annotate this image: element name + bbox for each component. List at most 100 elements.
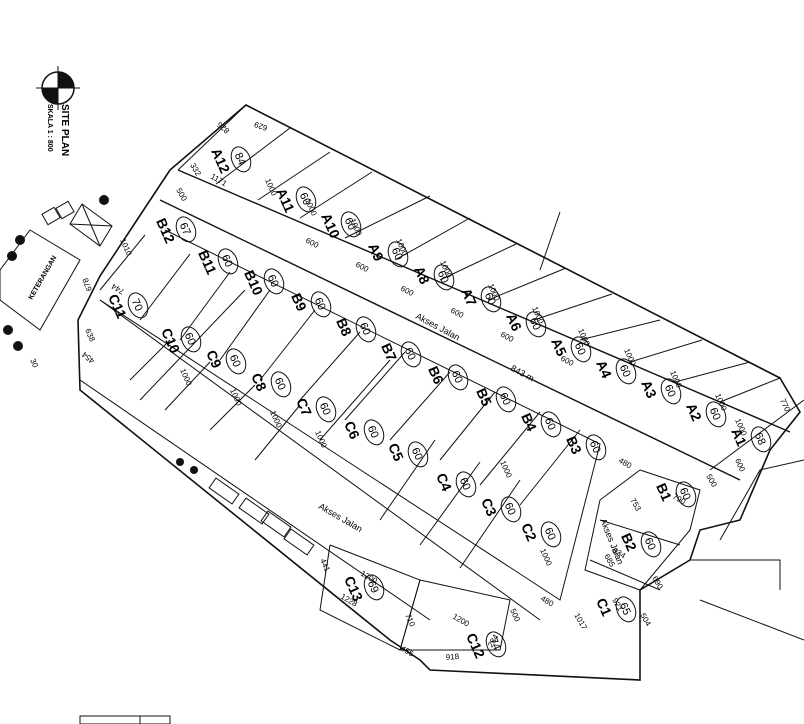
lot-area: 60 — [449, 369, 465, 385]
lot-area-ellipse — [355, 316, 377, 343]
lot-area: 60 — [409, 446, 425, 462]
site-boundary — [77, 104, 801, 681]
lot-id: B1 — [653, 481, 675, 504]
lot-area-ellipse — [540, 521, 562, 548]
lot-area: 60 — [435, 269, 451, 285]
lot-area: 60 — [182, 331, 198, 347]
lot-area-ellipse — [387, 241, 409, 268]
lot-area: 60 — [227, 353, 243, 369]
lot-area-ellipse — [230, 146, 252, 173]
lot-area-ellipse — [540, 411, 562, 438]
lot-id: A3 — [638, 378, 660, 401]
lot-id: A1 — [728, 426, 750, 449]
lot-area: 60 — [265, 273, 281, 289]
dimension-label: 1010 — [118, 237, 134, 257]
lot-area-ellipse — [750, 426, 772, 453]
road-main — [79, 169, 791, 621]
lot-area-ellipse — [217, 248, 239, 275]
dimension-label: 1000 — [538, 547, 554, 567]
dimension-label: 500 — [174, 187, 189, 204]
dimension-label: 638 — [83, 327, 97, 343]
lot-area: 60 — [272, 376, 288, 392]
lot-area-ellipse — [447, 364, 469, 391]
block-a-grid — [177, 104, 781, 403]
lot-area-ellipse — [675, 481, 697, 508]
lot-id: C3 — [478, 496, 500, 519]
lot-id: B4 — [518, 411, 540, 434]
lot-area: 60 — [542, 526, 558, 542]
lot-area-ellipse — [495, 386, 517, 413]
dimension-label: 744 — [109, 281, 126, 296]
lot-area: 60 — [389, 246, 405, 262]
lot-id: B9 — [288, 291, 310, 314]
lot-area: 60 — [662, 383, 678, 399]
lot-id: A2 — [683, 401, 705, 424]
dimension-label: 1171 — [209, 172, 229, 189]
lot-area-ellipse — [363, 574, 385, 601]
lot-area-ellipse — [480, 286, 502, 313]
dimension-label: 480 — [539, 594, 556, 609]
lot-id: A10 — [318, 211, 343, 241]
lot-area-ellipse — [175, 216, 197, 243]
lot-id: A12 — [208, 146, 233, 176]
dimension-label: 454 — [80, 350, 96, 366]
plan-scale: SKALA 1 : 800 — [46, 104, 53, 152]
lot-id: C5 — [385, 441, 407, 464]
dimension-label: 500 — [508, 607, 522, 623]
lot-area: 84 — [232, 151, 248, 167]
lot-area-ellipse — [400, 341, 422, 368]
lot-area-ellipse — [585, 434, 607, 461]
lot-id: B5 — [473, 386, 495, 409]
dimension-label: 600 — [733, 457, 747, 473]
lot-area: 60 — [482, 291, 498, 307]
lot-area: 68 — [752, 431, 768, 447]
plan-title: SITE PLAN — [59, 104, 70, 156]
lot-id: C6 — [341, 419, 363, 442]
lot-area: 60 — [572, 341, 588, 357]
surroundings — [79, 211, 804, 724]
lot-area: 60 — [587, 439, 603, 455]
lot-area: 60 — [317, 401, 333, 417]
lot-id: B12 — [153, 216, 178, 246]
lot-area-ellipse — [180, 326, 202, 353]
dimension-label: 600 — [354, 260, 370, 274]
lot-id: C9 — [203, 348, 225, 371]
lot-area: 60 — [312, 296, 328, 312]
lot-area: 60 — [642, 536, 658, 552]
dimension-label: 918 — [445, 652, 460, 662]
lot-area: 60 — [297, 191, 313, 207]
lot-area: 60 — [502, 501, 518, 517]
lot-area: 60 — [365, 424, 381, 440]
lot-id: C2 — [518, 521, 540, 544]
dimension-label: 441 — [318, 557, 332, 573]
lot-area-ellipse — [640, 531, 662, 558]
lot-id: B3 — [563, 434, 585, 457]
north-arrow-icon — [36, 66, 80, 110]
lot-area: 60 — [342, 216, 358, 232]
dimension-label: 600 — [449, 306, 465, 320]
